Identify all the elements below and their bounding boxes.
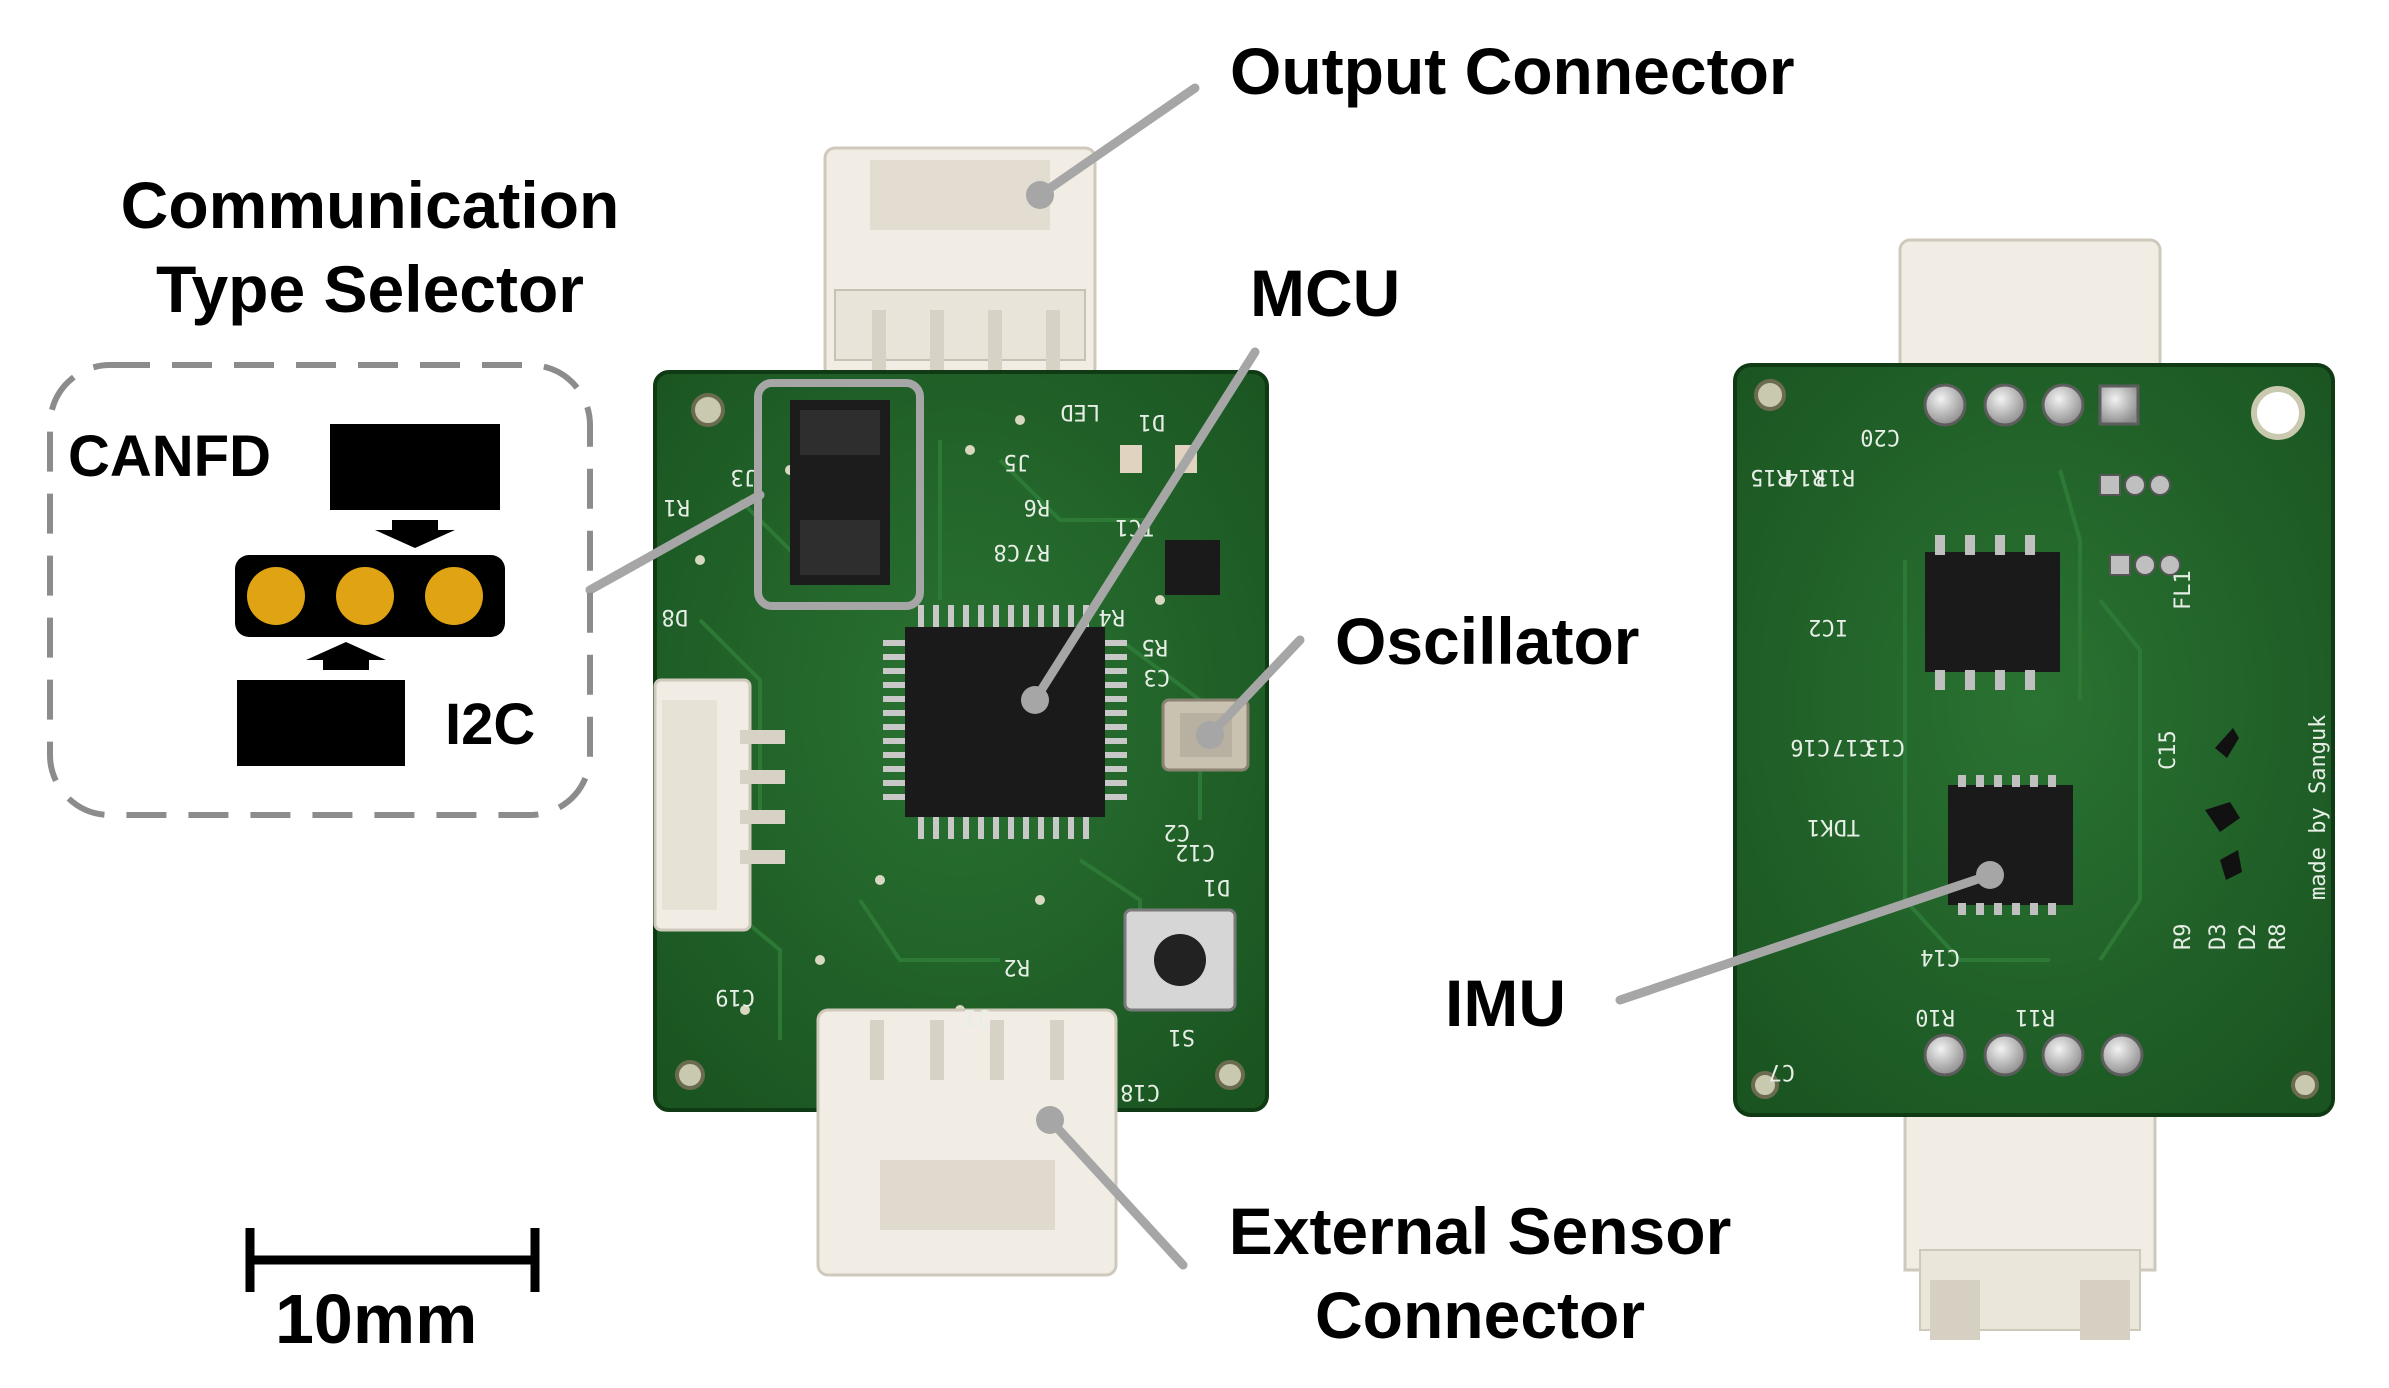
- output-connector-label: Output Connector: [1230, 34, 1795, 108]
- silk-back-label: IC2: [1808, 614, 1848, 639]
- silk-back-label: C7: [1769, 1059, 1796, 1084]
- external-sensor-label-line2: Connector: [1315, 1278, 1645, 1352]
- silk-back-label: D2: [2236, 924, 2261, 951]
- mcu-chip: [883, 605, 1127, 839]
- silk-front-label: C19: [715, 984, 755, 1009]
- oscillator-label: Oscillator: [1335, 604, 1640, 678]
- canfd-jumper-block: [330, 424, 500, 510]
- imu-label: IMU: [1445, 966, 1566, 1040]
- silk-back-label: R9: [2171, 924, 2196, 951]
- board-logo: [2205, 728, 2242, 880]
- selector-title-line1: Communication: [120, 168, 620, 242]
- silk-back-label: TDK1: [1807, 814, 1860, 839]
- pin-3: [425, 567, 483, 625]
- leader-dots: [1021, 181, 2004, 1134]
- mcu-label: MCU: [1250, 256, 1401, 330]
- selector-inset: [47, 362, 593, 818]
- i2c-jumper-block: [237, 680, 405, 766]
- silk-front-label: C18: [1120, 1079, 1160, 1104]
- external-sensor-connector-part: [816, 1008, 1118, 1277]
- selector-title-line2: Type Selector: [156, 252, 584, 326]
- jumper-header: [790, 400, 890, 585]
- silk-front-label: J5: [1004, 449, 1031, 474]
- silk-front-label: R4: [1099, 604, 1126, 629]
- silk-back-label: FL1: [2171, 570, 2196, 610]
- silk-front-label: LED: [1060, 399, 1100, 424]
- silk-back-label: C16: [1790, 734, 1830, 759]
- leader-lines: [585, 83, 1995, 1270]
- pin-1: [247, 567, 305, 625]
- i2c-arrow: [306, 642, 386, 670]
- silk-back-label: R8: [2266, 924, 2291, 951]
- silk-front-label: R5: [1142, 634, 1169, 659]
- silk-back-label: R10: [1915, 1004, 1955, 1029]
- ic2-chip: [1925, 552, 2060, 672]
- silk-front-label: C3: [1144, 664, 1171, 689]
- silk-front-label: R6: [1024, 494, 1051, 519]
- silk-back-label: made by Sanguk: [2306, 715, 2331, 900]
- silk-front-label: S1: [1169, 1024, 1196, 1049]
- silk-front-label: J3: [731, 464, 758, 489]
- external-sensor-label-line1: External Sensor: [1228, 1194, 1732, 1268]
- scale-bar: [245, 1228, 540, 1292]
- silk-back-label: C17: [1832, 734, 1872, 759]
- silk-front-label: C8: [994, 539, 1021, 564]
- silk-back-label: R14: [1785, 464, 1825, 489]
- silk-back-label: R13: [1815, 464, 1855, 489]
- pin-2: [336, 567, 394, 625]
- silk-back-label: R11: [2015, 1004, 2055, 1029]
- silk-back-label: C15: [2156, 730, 2181, 770]
- silk-front-label: D8: [662, 604, 689, 629]
- silk-back-label: R15: [1750, 464, 1790, 489]
- silk-front-label: C2: [1164, 819, 1191, 844]
- output-connector-part: [823, 146, 1097, 420]
- side-connector-part: [653, 678, 785, 932]
- i2c-label: I2C: [445, 692, 536, 757]
- canfd-arrow: [375, 520, 455, 548]
- silk-back-label: C13: [1865, 734, 1905, 759]
- silk-front-label: R1: [664, 494, 691, 519]
- silk-back-label: D3: [2206, 924, 2231, 951]
- silk-front-label: J1: [964, 1004, 991, 1029]
- silk-front-label: C12: [1175, 839, 1215, 864]
- silk-front-label: D1: [1204, 874, 1231, 899]
- silk-front-label: D1: [1139, 409, 1166, 434]
- silk-back-label: C14: [1920, 944, 1960, 969]
- scale-bar-label: 10mm: [275, 1280, 478, 1358]
- silk-back-label: C20: [1860, 424, 1900, 449]
- silk-front-label: R7: [1024, 539, 1051, 564]
- silk-front-label: R2: [1004, 954, 1031, 979]
- canfd-label: CANFD: [68, 424, 271, 489]
